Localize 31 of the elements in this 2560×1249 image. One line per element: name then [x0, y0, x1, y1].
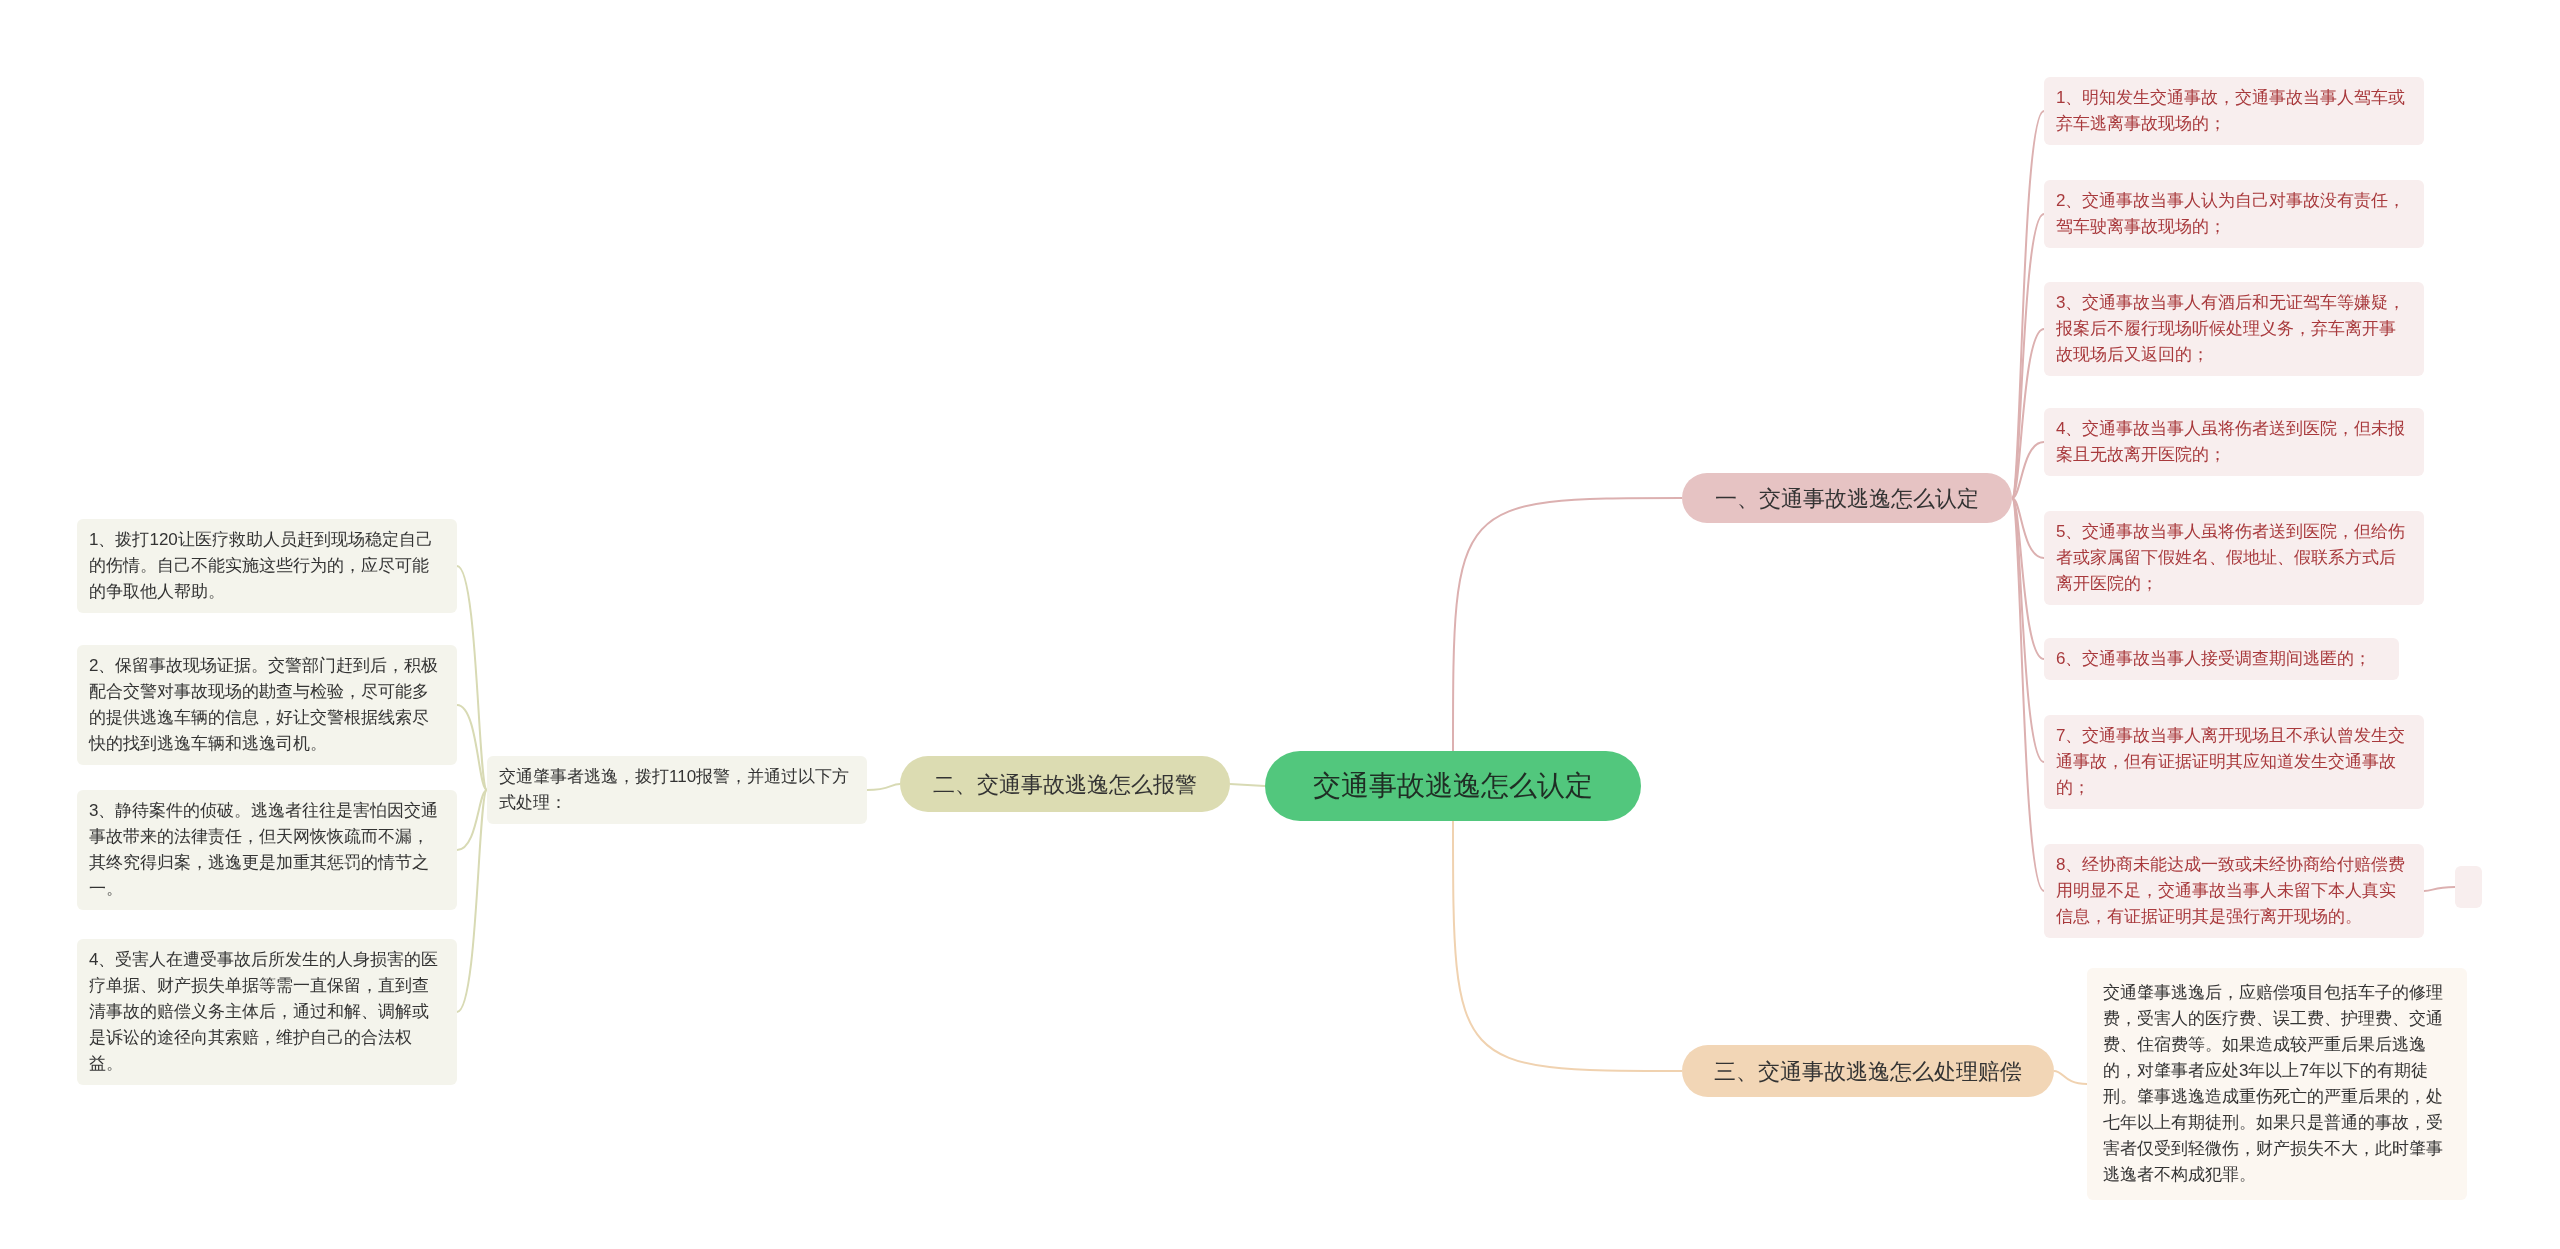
leaf-topic: 8、经协商未能达成一致或未经协商给付赔偿费用明显不足，交通事故当事人未留下本人真实信息，有证据证明其是强行离开现场的。 [2044, 844, 2424, 938]
connector-line [456, 789, 488, 851]
connector-line [456, 789, 488, 1013]
empty-topic [2455, 866, 2482, 908]
leaf-topic: 2、交通事故当事人认为自己对事故没有责任，驾车驶离事故现场的； [2044, 180, 2424, 248]
branch-topic: 三、交通事故逃逸怎么处理赔偿 [1682, 1045, 2054, 1097]
connector-line [2011, 497, 2045, 559]
leaf-topic: 3、静待案件的侦破。逃逸者往往是害怕因交通事故带来的法律责任，但天网恢恢疏而不漏，其终究得归案，逃逸更是加重其惩罚的情节之一。 [77, 790, 457, 910]
leaf-topic: 5、交通事故当事人虽将伤者送到医院，但给伤者或家属留下假姓名、假地址、假联系方式后离开医院的； [2044, 511, 2424, 605]
subtopic: 交通肇事者逃逸，拨打110报警，并通过以下方式处理： [487, 756, 867, 824]
branch-topic: 二、交通事故逃逸怎么报警 [900, 756, 1230, 812]
connector-line [2053, 1070, 2088, 1085]
central-topic: 交通事故逃逸怎么认定 [1265, 751, 1641, 821]
leaf-topic: 2、保留事故现场证据。交警部门赶到后，积极配合交警对事故现场的勘查与检验，尽可能多的提供逃逸车辆的信息，好让交警根据线索尽快的找到逃逸车辆和逃逸司机。 [77, 645, 457, 765]
connector-line [2011, 441, 2045, 499]
leaf-topic: 交通肇事逃逸后，应赔偿项目包括车子的修理费，受害人的医疗费、误工费、护理费、交通费、住宿费等。如果造成较严重后果后逃逸的，对肇事者应处3年以上7年以下的有期徒刑。肇事逃逸造成重伤死亡的严重后果的，处七年以上有期徒刑。如果只是普通的事故，受害者仅受到轻微伤，财产损失不大，此时肇事逃逸者不构成犯罪。 [2087, 968, 2467, 1200]
connector-line [1452, 497, 1683, 752]
leaf-topic: 7、交通事故当事人离开现场且不承认曾发生交通事故，但有证据证明其应知道发生交通事故的； [2044, 715, 2424, 809]
connector-line [456, 565, 488, 791]
connector-line [2423, 886, 2456, 892]
leaf-topic: 6、交通事故当事人接受调查期间逃匿的； [2044, 638, 2399, 680]
branch-topic: 一、交通事故逃逸怎么认定 [1682, 473, 2012, 523]
connector-line [1229, 783, 1266, 787]
leaf-topic: 1、明知发生交通事故，交通事故当事人驾车或弃车逃离事故现场的； [2044, 77, 2424, 145]
leaf-topic: 1、拨打120让医疗救助人员赶到现场稳定自己的伤情。自己不能实施这些行为的，应尽可能的争取他人帮助。 [77, 519, 457, 613]
leaf-topic: 4、受害人在遭受事故后所发生的人身损害的医疗单据、财产损失单据等需一直保留，直到查清事故的赔偿义务主体后，通过和解、调解或是诉讼的途径向其索赔，维护自己的合法权益。 [77, 939, 457, 1085]
connector-line [456, 704, 488, 791]
connector-line [1452, 820, 1683, 1072]
leaf-topic: 4、交通事故当事人虽将伤者送到医院，但未报案且无故离开医院的； [2044, 408, 2424, 476]
leaf-topic: 3、交通事故当事人有酒后和无证驾车等嫌疑，报案后不履行现场听候处理义务，弃车离开事故现场后又返回的； [2044, 282, 2424, 376]
connector-line [866, 783, 901, 791]
